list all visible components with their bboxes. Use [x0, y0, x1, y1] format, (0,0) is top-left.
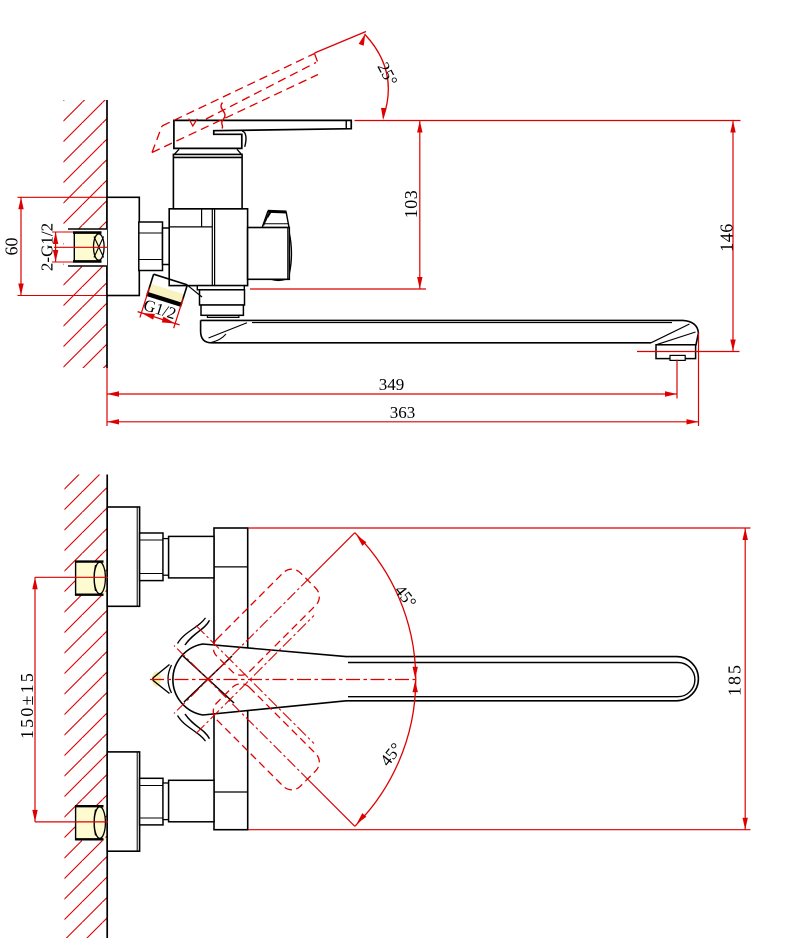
svg-text:185: 185 [724, 663, 744, 696]
svg-text:146: 146 [717, 223, 737, 252]
svg-text:150±15: 150±15 [17, 671, 37, 739]
svg-text:25°: 25° [374, 59, 402, 89]
svg-text:103: 103 [401, 190, 421, 219]
svg-text:2-G1/2: 2-G1/2 [38, 223, 57, 271]
svg-text:60: 60 [2, 238, 22, 256]
svg-text:45°: 45° [376, 739, 406, 769]
svg-text:349: 349 [379, 375, 405, 394]
svg-text:363: 363 [390, 403, 416, 422]
svg-text:45°: 45° [391, 581, 421, 611]
